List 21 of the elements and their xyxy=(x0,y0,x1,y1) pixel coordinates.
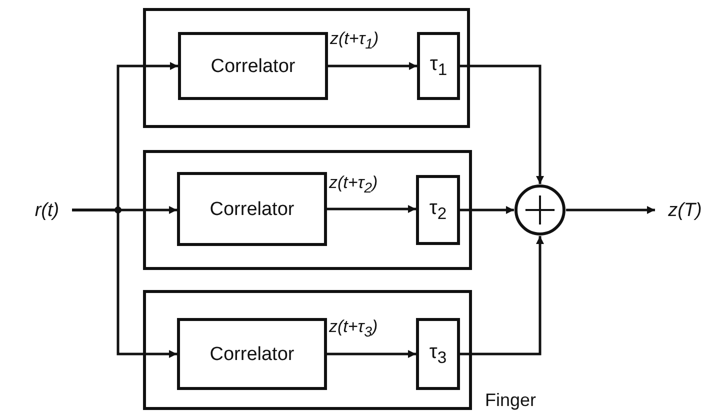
summing-junction xyxy=(514,184,566,236)
finger-block xyxy=(143,150,472,270)
arrow xyxy=(460,236,544,356)
correlator-block: Correlator xyxy=(177,318,327,390)
signal-label: z(T) xyxy=(655,196,715,224)
delay-block: τ$_{1}$ xyxy=(417,32,460,100)
arrow xyxy=(72,208,177,358)
correlator-block: Correlator xyxy=(177,172,327,246)
signal-label: r(t) xyxy=(22,196,72,224)
delay-block: τ$_{2}$ xyxy=(416,175,460,245)
edge-label: z(t+τ$_{3}$) xyxy=(328,318,379,340)
delay-block: τ$_{3}$ xyxy=(416,318,460,390)
finger-block xyxy=(143,8,470,128)
arrow xyxy=(566,206,655,214)
arrow xyxy=(460,206,514,214)
arrow xyxy=(327,205,416,213)
finger-label: Finger xyxy=(485,391,536,409)
arrow xyxy=(328,62,417,70)
arrow xyxy=(460,64,544,184)
correlator-block: Correlator xyxy=(178,32,328,100)
arrow xyxy=(327,350,416,358)
